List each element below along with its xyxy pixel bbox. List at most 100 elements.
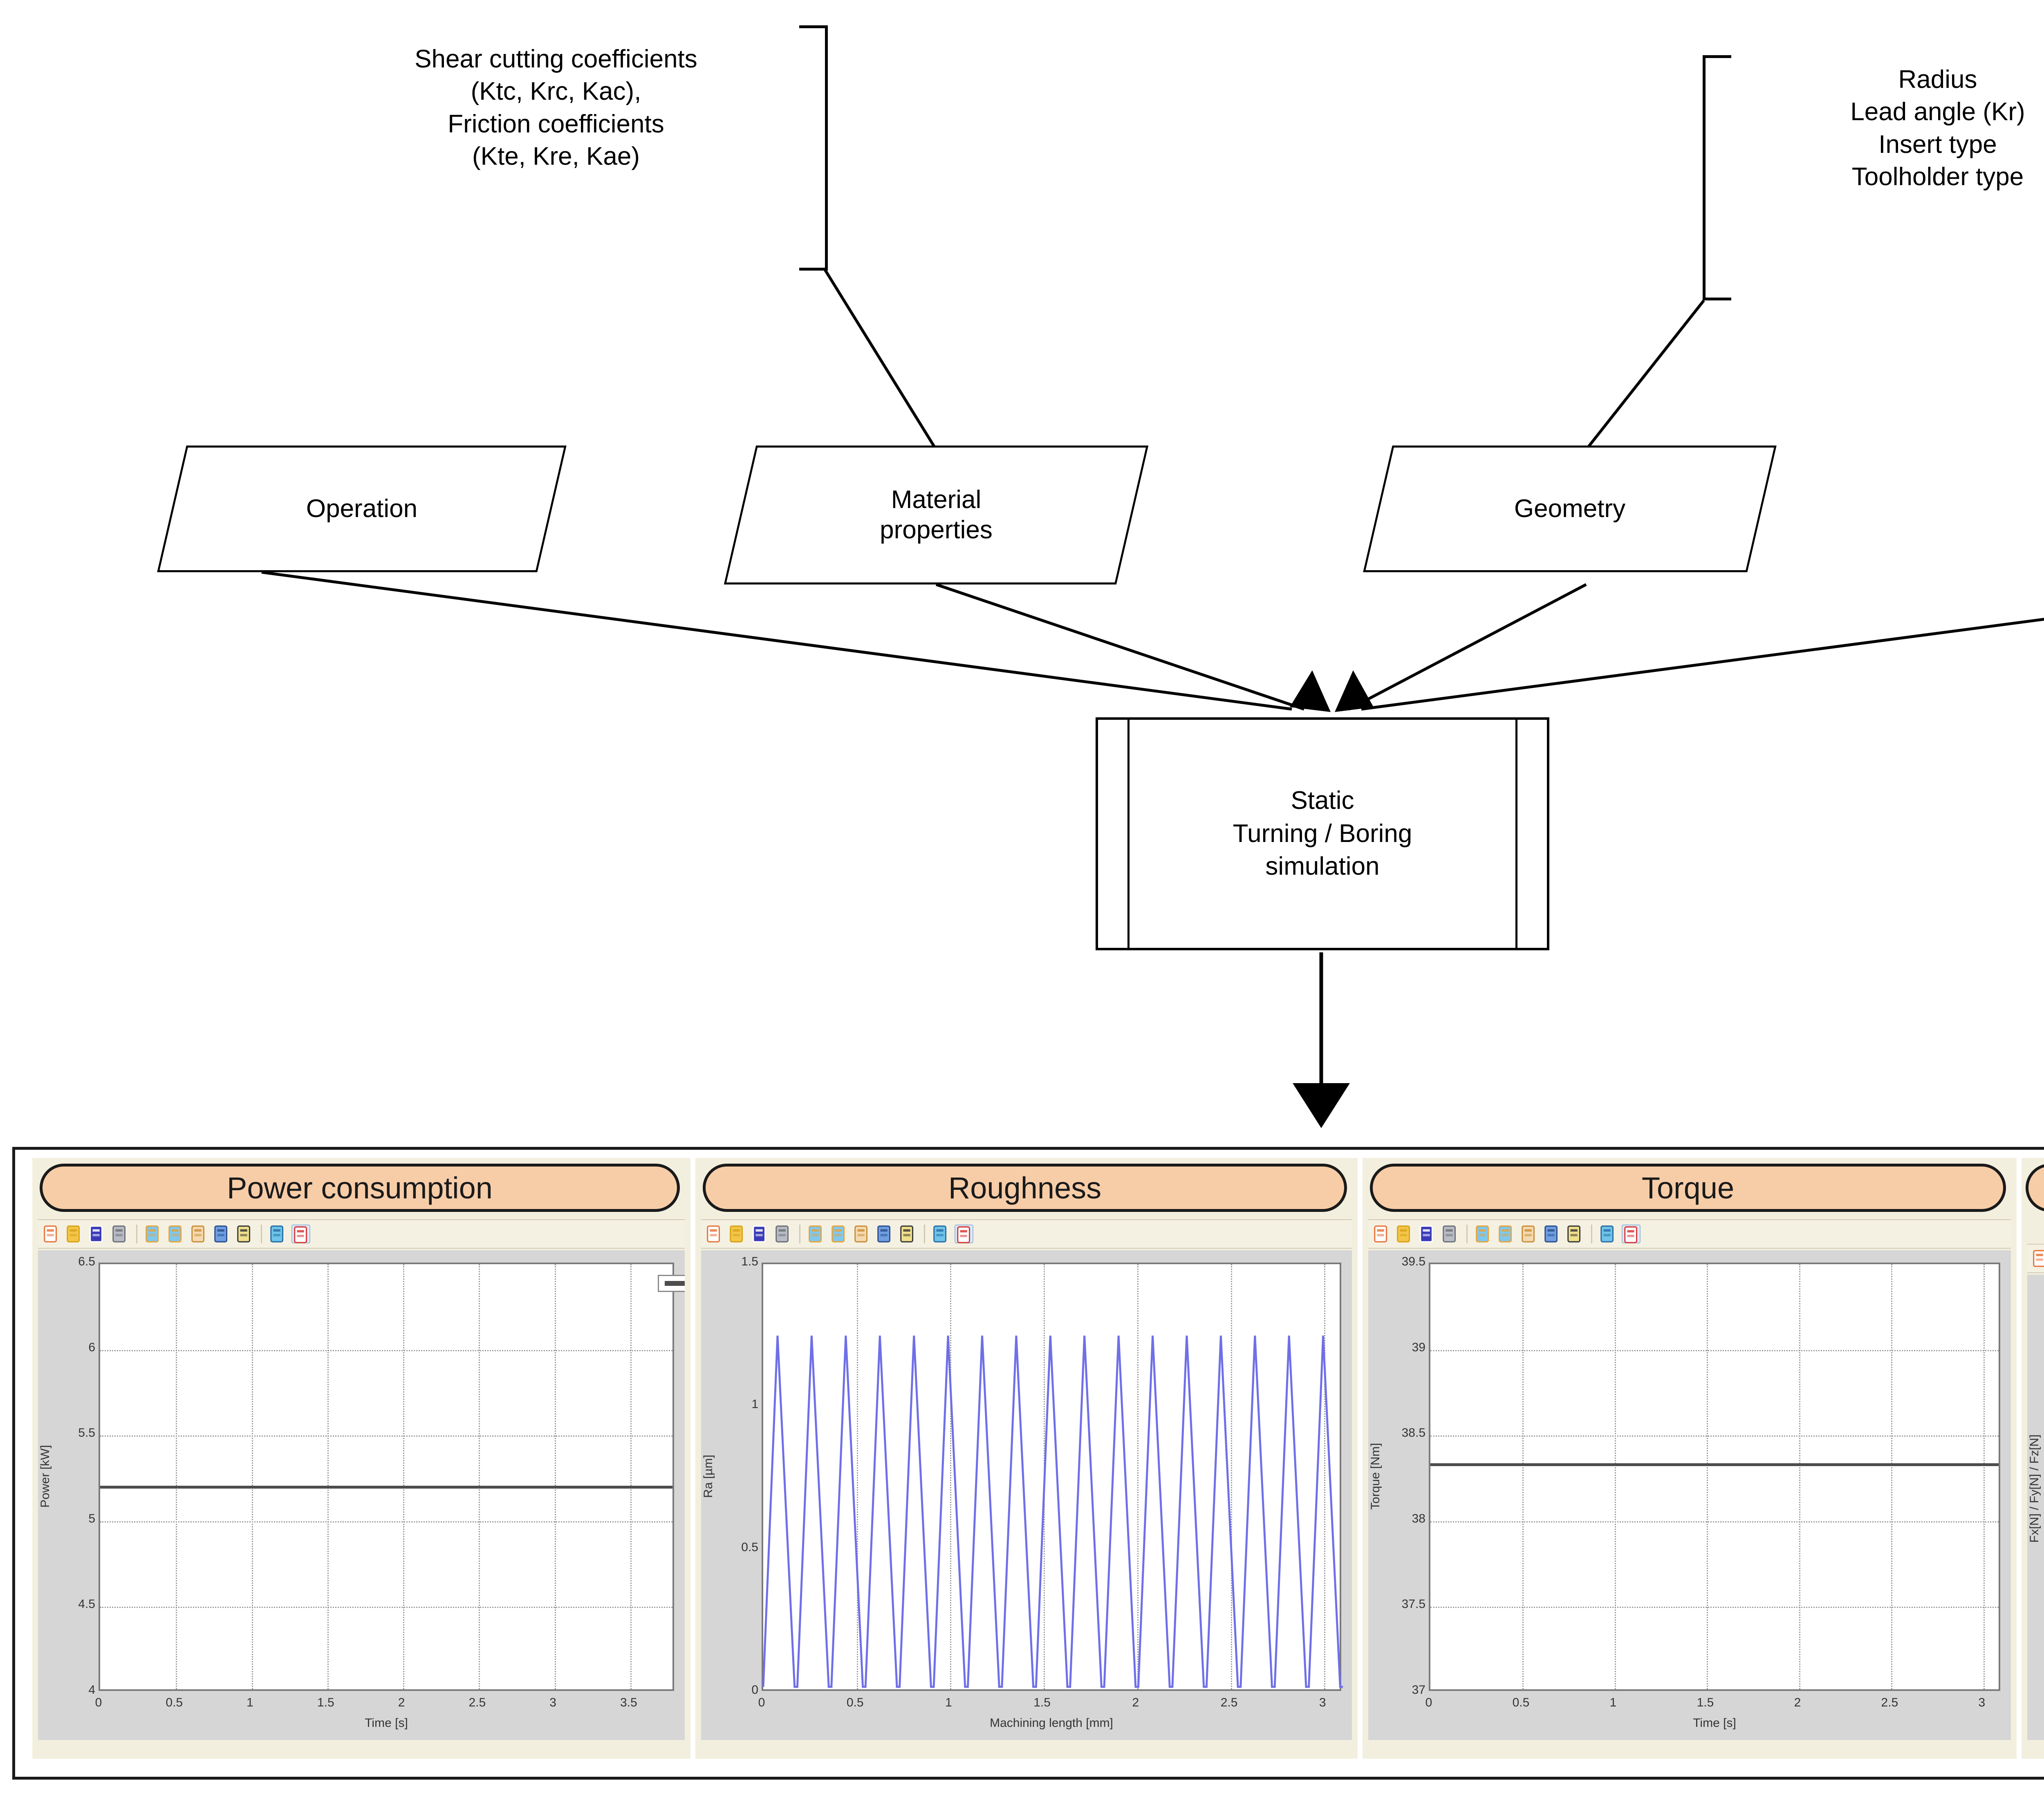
pan-hand-icon[interactable] (1520, 1225, 1539, 1243)
plot-area: 20030040050060070080000.511.522.533.544.… (2027, 1275, 2044, 1740)
x-tick-label: 3.5 (620, 1696, 637, 1709)
zoom-in-icon[interactable] (807, 1225, 826, 1243)
process-box-simulation[interactable]: Static Turning / Boring simulation (1096, 717, 1549, 950)
new-file-icon[interactable] (2031, 1249, 2044, 1268)
x-tick-label: 1.5 (1697, 1696, 1714, 1709)
x-tick-label: 1.5 (317, 1696, 334, 1709)
x-tick-label: 0 (758, 1696, 765, 1709)
material-annotation-bracket (799, 25, 828, 271)
chart-axes (99, 1263, 674, 1691)
y-tick-label: 1.5 (741, 1255, 758, 1268)
new-file-icon[interactable] (705, 1225, 724, 1243)
gridline-vertical (1522, 1264, 1524, 1689)
panel-title-roughness[interactable]: Roughness (703, 1164, 1347, 1212)
new-file-icon[interactable] (42, 1225, 61, 1243)
x-tick-label: 1 (1609, 1696, 1617, 1709)
gridline-vertical (1891, 1264, 1893, 1689)
x-axis-label: Time [s] (1693, 1716, 1736, 1730)
zoom-out-icon[interactable] (830, 1225, 849, 1243)
toolbar-separator (1591, 1225, 1592, 1243)
panel-title-power-consumption[interactable]: Power consumption (40, 1164, 680, 1212)
node-geometry-label: Geometry (1514, 494, 1626, 523)
open-folder-icon[interactable] (728, 1225, 747, 1243)
x-tick-label: 0.5 (1512, 1696, 1530, 1709)
open-folder-icon[interactable] (1395, 1225, 1414, 1243)
gridline-vertical (403, 1264, 405, 1689)
y-tick-label: 6.5 (78, 1255, 95, 1268)
gridline-horizontal (1430, 1350, 1999, 1351)
x-tick-label: 1.5 (1033, 1696, 1051, 1709)
save-disk-icon[interactable] (88, 1225, 107, 1243)
y-tick-label: 39 (1412, 1340, 1425, 1354)
data-cursor-icon[interactable] (1566, 1225, 1585, 1243)
x-axis-label: Machining length [mm] (990, 1716, 1113, 1730)
figure-toolbar[interactable] (1368, 1219, 2011, 1249)
figure-toolbar[interactable] (701, 1219, 1352, 1249)
legend-icon[interactable] (1622, 1225, 1641, 1243)
gridline-vertical (327, 1264, 329, 1689)
rotate-3d-icon[interactable] (876, 1225, 894, 1243)
x-tick-label: 0.5 (166, 1696, 183, 1709)
toolbar-separator (136, 1225, 137, 1243)
colorbar-icon[interactable] (932, 1225, 950, 1243)
pan-hand-icon[interactable] (190, 1225, 208, 1243)
node-geometry[interactable]: Geometry (1363, 446, 1777, 572)
print-icon[interactable] (111, 1225, 130, 1243)
new-file-icon[interactable] (1372, 1225, 1391, 1243)
panel-title-forces[interactable]: Forces (2026, 1164, 2044, 1212)
x-tick-label: 0 (1425, 1696, 1432, 1709)
colorbar-icon[interactable] (269, 1225, 287, 1243)
legend-icon[interactable] (955, 1225, 973, 1243)
gridline-vertical (630, 1264, 632, 1689)
chart-legend[interactable] (658, 1275, 685, 1292)
legend-icon[interactable] (291, 1225, 310, 1243)
y-tick-label: 38 (1412, 1511, 1425, 1525)
open-folder-icon[interactable] (65, 1225, 84, 1243)
zoom-in-icon[interactable] (1474, 1225, 1493, 1243)
node-operation[interactable]: Operation (157, 446, 567, 572)
data-cursor-icon[interactable] (235, 1225, 254, 1243)
pan-hand-icon[interactable] (853, 1225, 872, 1243)
figure-toolbar[interactable] (38, 1219, 685, 1249)
gridline-vertical (479, 1264, 480, 1689)
print-icon[interactable] (1441, 1225, 1460, 1243)
zoom-out-icon[interactable] (1497, 1225, 1516, 1243)
rotate-3d-icon[interactable] (1543, 1225, 1562, 1243)
y-tick-label: 0.5 (741, 1540, 758, 1554)
gridline-horizontal (100, 1607, 672, 1608)
gridline-vertical (251, 1264, 253, 1689)
gridline-vertical (1799, 1264, 1800, 1689)
zoom-out-icon[interactable] (167, 1225, 186, 1243)
colorbar-icon[interactable] (1599, 1225, 1618, 1243)
node-material-properties[interactable]: Material properties (724, 446, 1149, 584)
y-tick-label: 39.5 (1401, 1255, 1425, 1268)
panel-title-torque[interactable]: Torque (1370, 1164, 2006, 1212)
geometry-annotation-bracket (1703, 55, 1731, 300)
save-disk-icon[interactable] (1418, 1225, 1437, 1243)
print-icon[interactable] (774, 1225, 793, 1243)
y-axis-label: Power [kW] (38, 1445, 52, 1508)
figure-toolbar[interactable] (2027, 1244, 2044, 1273)
node-operation-label: Operation (306, 494, 418, 523)
rotate-3d-icon[interactable] (213, 1225, 231, 1243)
node-material-properties-label: Material properties (880, 485, 993, 544)
gridline-vertical (1983, 1264, 1985, 1689)
data-cursor-icon[interactable] (899, 1225, 917, 1243)
gridline-horizontal (1430, 1607, 1999, 1608)
y-tick-label: 4.5 (78, 1597, 95, 1611)
y-tick-label: 4 (88, 1683, 95, 1697)
x-tick-label: 0 (95, 1696, 102, 1709)
x-tick-label: 1 (247, 1696, 253, 1709)
save-disk-icon[interactable] (751, 1225, 770, 1243)
zoom-in-icon[interactable] (144, 1225, 163, 1243)
chart-axes (1429, 1263, 2000, 1691)
gridline-vertical (554, 1264, 556, 1689)
x-tick-label: 3 (549, 1696, 556, 1709)
